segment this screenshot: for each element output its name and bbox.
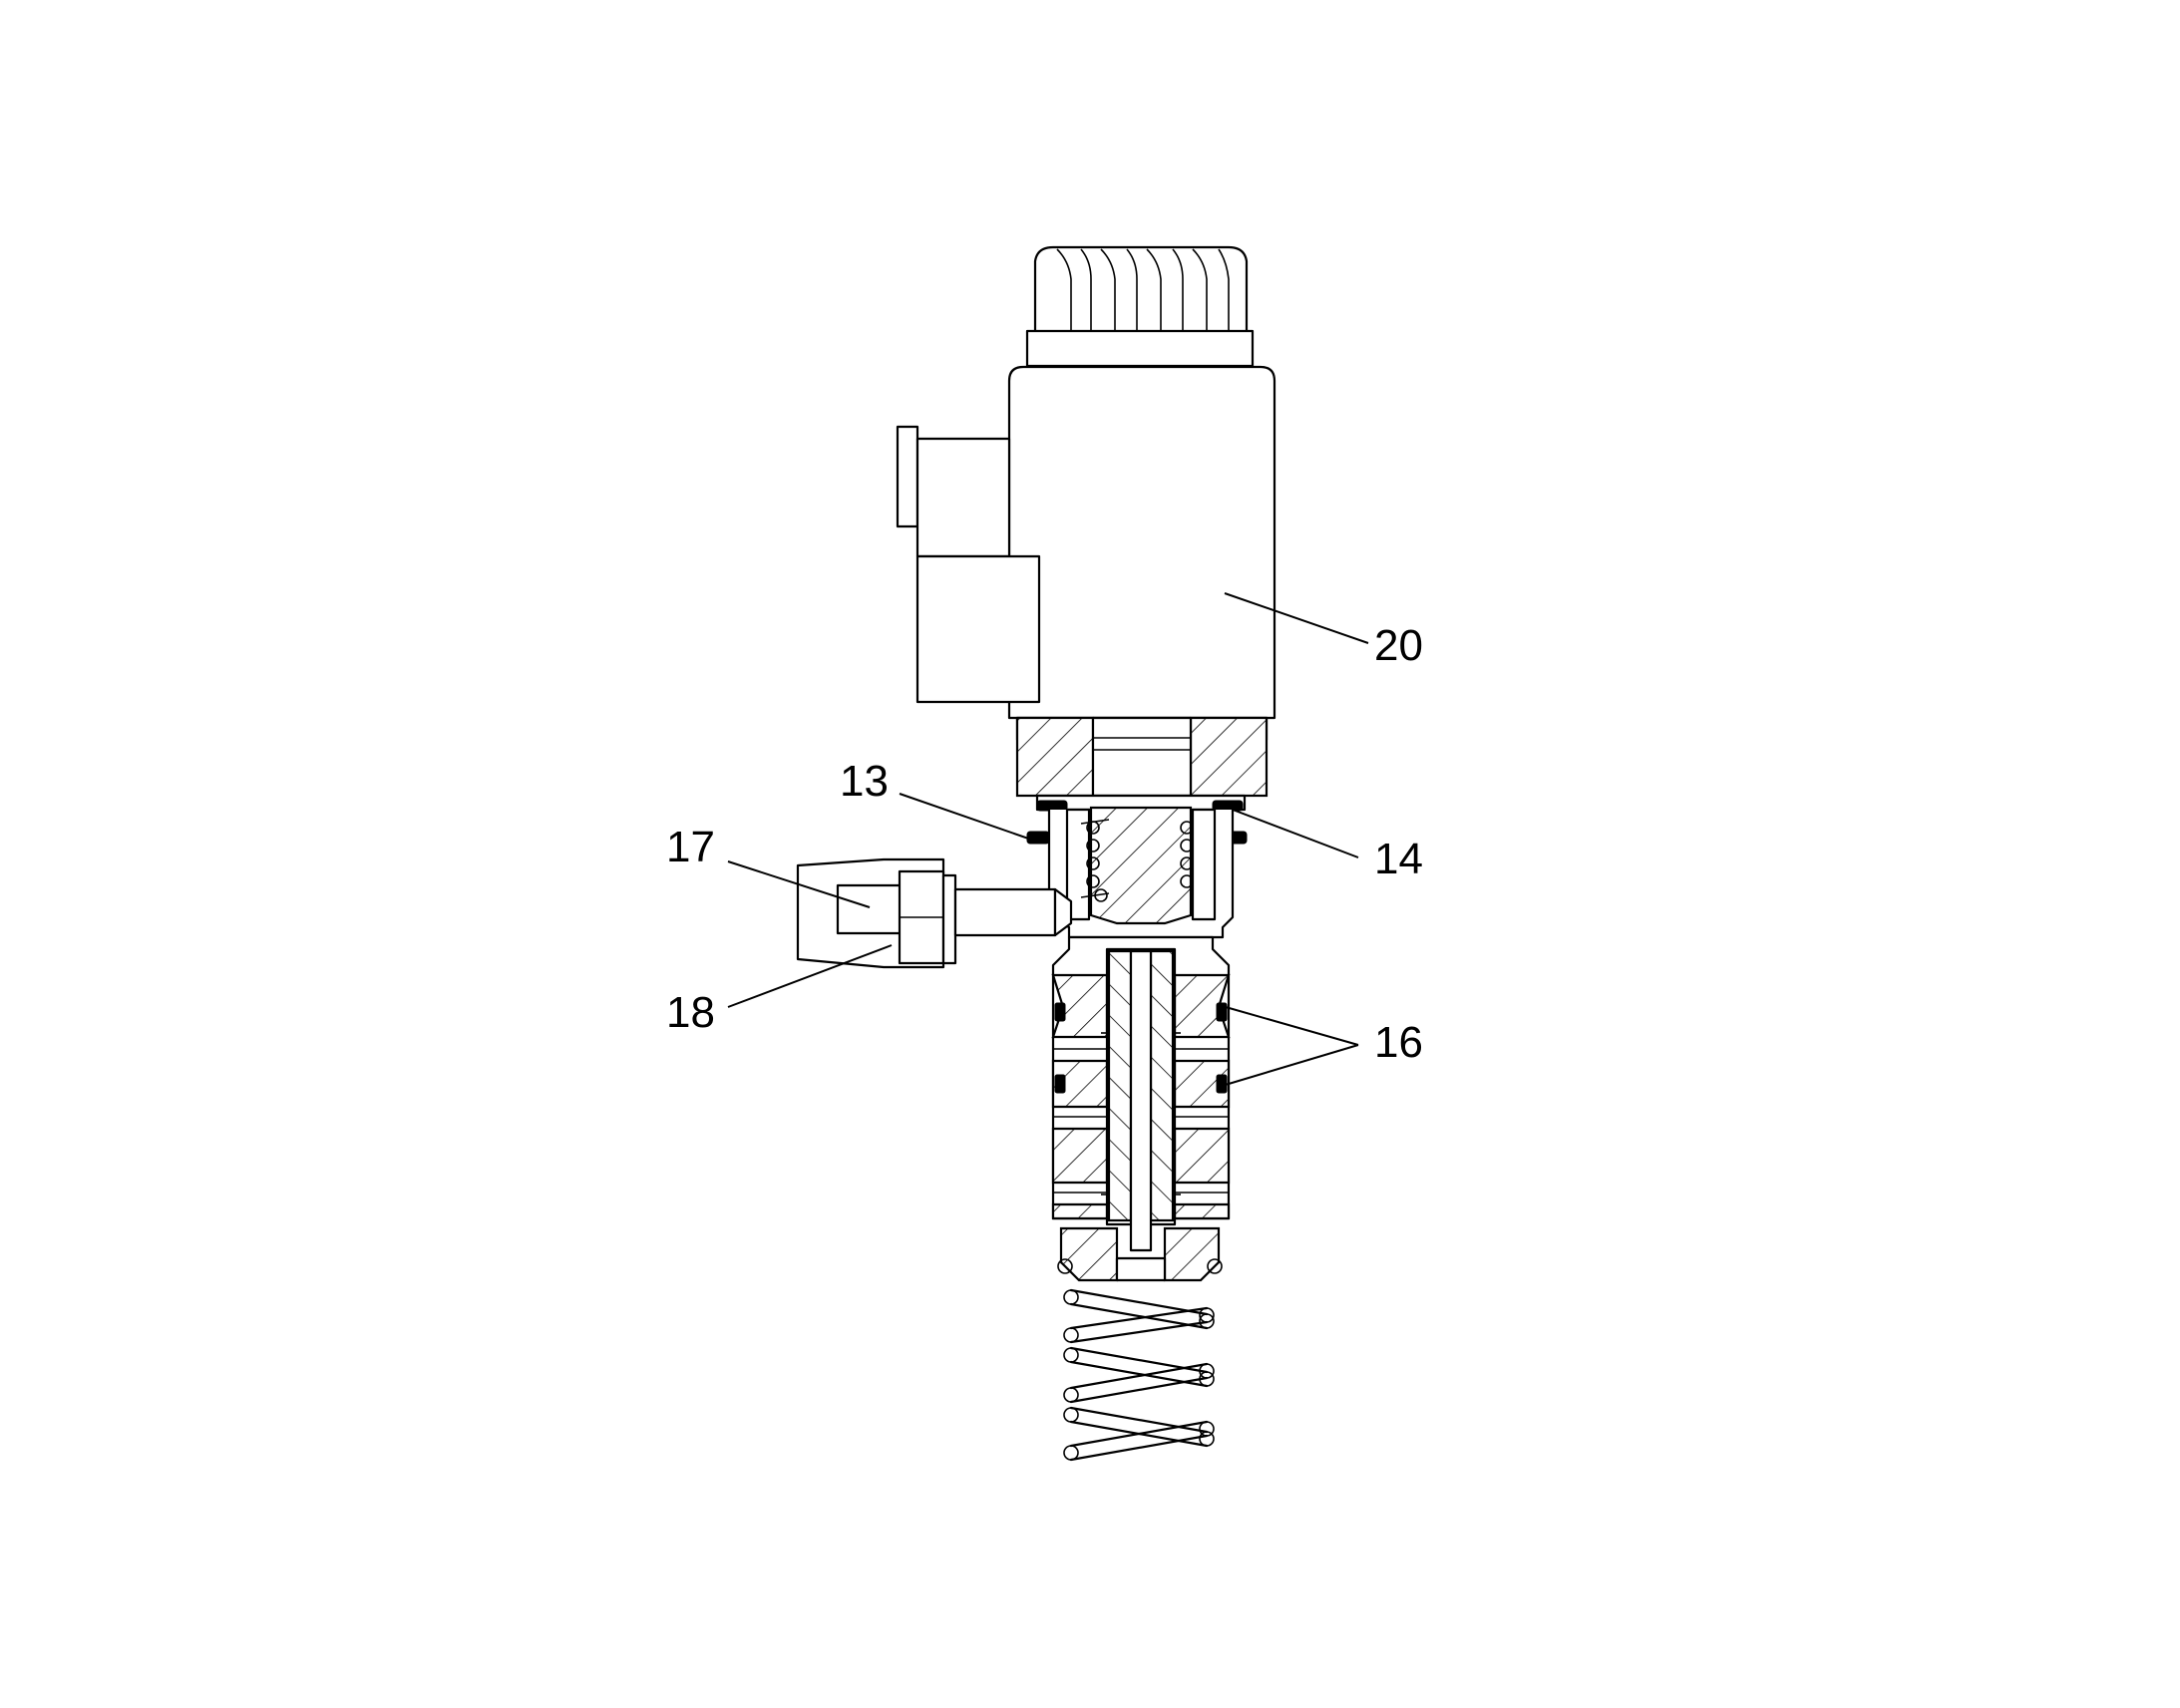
electrical-connector xyxy=(896,425,1041,704)
leader-13 xyxy=(899,793,1038,843)
callout-13: 13 xyxy=(840,757,889,806)
adjusting-screw-assembly xyxy=(796,857,1073,969)
return-spring xyxy=(1063,1288,1215,1462)
callout-14: 14 xyxy=(1374,835,1423,883)
cartridge-body xyxy=(1051,935,1231,1252)
callout-17: 17 xyxy=(666,823,715,871)
callout-20: 20 xyxy=(1374,621,1423,670)
leader-20 xyxy=(1224,592,1369,644)
callout-16: 16 xyxy=(1374,1018,1423,1067)
solenoid-coil-body xyxy=(1007,365,1276,720)
leader-16b xyxy=(1218,1044,1359,1088)
leader-18 xyxy=(727,944,893,1008)
leader-lines xyxy=(727,592,1369,1088)
callout-labels: 20 13 14 17 18 16 xyxy=(666,621,1423,1067)
leader-16a xyxy=(1218,1004,1359,1046)
coil-adapter-nut xyxy=(1015,716,1269,812)
knurled-cap-nut xyxy=(1025,245,1255,368)
callout-18: 18 xyxy=(666,988,715,1037)
leader-17 xyxy=(727,860,871,908)
plunger-housing xyxy=(1047,806,1235,939)
leader-14 xyxy=(1232,809,1359,858)
cartridge-end-cap xyxy=(1057,1226,1223,1282)
